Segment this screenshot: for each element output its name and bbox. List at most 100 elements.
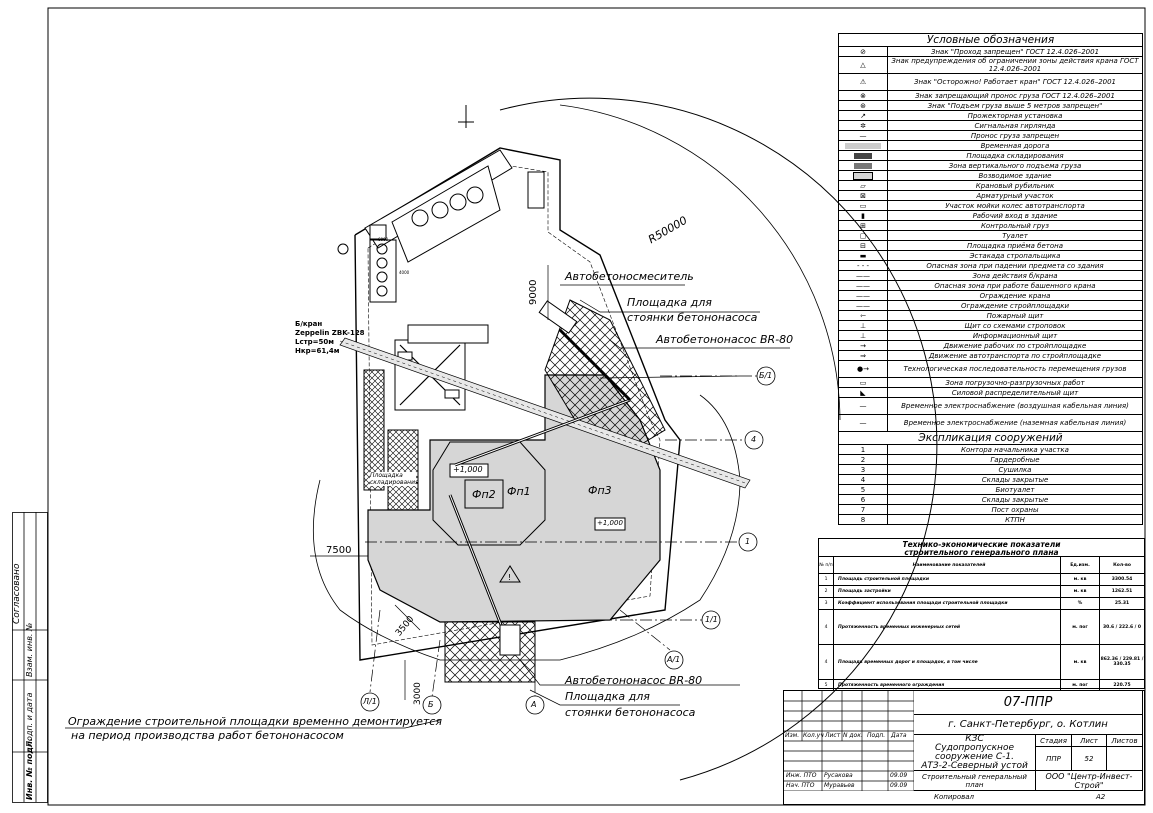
legend-row: →Движение рабочих по стройплощадке	[839, 341, 1142, 351]
inv-orig-label: Инв. № подл.	[25, 738, 34, 800]
temp-buildings	[364, 149, 545, 263]
explication-text: Пост охраны	[991, 505, 1039, 514]
legend-title: Условные обозначения	[839, 34, 1142, 47]
tep-title-line: Технико-экономические показатели	[902, 540, 1061, 549]
workers-route-icon: →	[839, 341, 888, 350]
storage-hatch-icon	[839, 151, 888, 160]
legend-text: Знак "Подъем груза выше 5 метров запреще…	[927, 101, 1103, 110]
explication-num: 4	[839, 475, 888, 484]
level-mark-1: +1,000	[453, 465, 483, 474]
tep-cell: 1	[819, 574, 834, 585]
tep-cell: %	[1061, 598, 1100, 609]
vehicle-route-icon: ⇒	[839, 351, 888, 360]
tep-cell: Коэффициент использования площади строит…	[834, 598, 1061, 609]
pump-pad-bottom	[444, 621, 536, 683]
axis-label: 1	[745, 537, 751, 546]
zone-fp1-label: Фп1	[507, 485, 531, 498]
callout-pump-top: Автобетононасос BR-80	[656, 333, 794, 346]
legend-row: ⊗Знак запрещающий пронос груза ГОСТ 12.4…	[839, 91, 1142, 101]
crane-info-line: Lстр=50м	[295, 338, 335, 346]
legend-text: Зона погрузочно-разгрузочных работ	[945, 378, 1085, 387]
legend-row: ——Ограждение крана	[839, 291, 1142, 301]
fire-board-icon: ⇽	[839, 311, 888, 320]
explication-text: Гардеробные	[990, 455, 1040, 464]
legend-row: —Временное электроснабжение (воздушная к…	[839, 398, 1142, 415]
no-lift-icon: ⊛	[839, 101, 888, 110]
legend-text: Движение автотранспорта по стройплощадке	[928, 351, 1102, 360]
tep-header-cell: Ед.изм.	[1061, 557, 1100, 573]
power-panel-icon: ◣	[839, 388, 888, 397]
legend-row: ⊠Арматурный участок	[839, 191, 1142, 201]
legend-text: Ограждение стройплощадки	[960, 301, 1070, 310]
legend-text: Знак предупреждения об ограничении зоны …	[891, 57, 1139, 73]
axis-label: 4	[751, 435, 757, 444]
callout-pad-bottom-1: Площадка для	[565, 690, 650, 703]
doc-code: 07-ППР	[914, 691, 1143, 715]
storage-area-1	[363, 369, 385, 491]
temp-road-icon	[839, 141, 888, 150]
explication-num: 8	[839, 515, 888, 524]
axis-label: Л/1	[363, 697, 377, 706]
zone-fp2-label: Фп2	[472, 488, 496, 501]
no-entry-sign-icon: ⊘	[839, 47, 888, 56]
legend-text: Рабочий вход в здание	[972, 211, 1058, 220]
solid-line-icon: ——	[839, 271, 888, 280]
col-koluch: Кол.уч	[803, 732, 824, 739]
left-approval-strip: Согласовано Взам. инв. № Подп. и дата Ин…	[12, 512, 48, 803]
crane-info: Б/кран Zeppelin ZBK-128 Lстр=50м Нкр=61,…	[295, 320, 365, 356]
legend-text: Зона вертикального подъема груза	[948, 161, 1082, 170]
loading-zone-icon: ▭	[839, 378, 888, 387]
tep-row: 2 Площадь застройки м. кв 1262.51	[819, 586, 1144, 598]
storage-label: Площадка складирования	[370, 472, 419, 486]
legend-text: Знак запрещающий пронос груза ГОСТ 12.4.…	[915, 91, 1115, 100]
callout-pump-bottom: Автобетононасос BR-80	[565, 674, 703, 687]
explication-text: Склады закрытые	[981, 495, 1049, 504]
building-icon	[839, 171, 888, 180]
explication-text: КТПН	[1005, 515, 1025, 524]
explication-num: 3	[839, 465, 888, 474]
structure-markers	[337, 239, 397, 303]
legend-row: —— Ограждение стройплощадки	[839, 301, 1142, 311]
axis-label: 1/1	[705, 615, 718, 624]
site-fence-icon: ——	[839, 301, 888, 310]
storage-area-2	[387, 429, 419, 511]
crane-jib	[339, 337, 751, 489]
zone-fp2-box	[464, 479, 504, 509]
no-carry-line-icon: —	[839, 131, 888, 140]
explication-text: Сушилка	[998, 465, 1032, 474]
col-list: Лист	[825, 732, 841, 739]
legend-text: Туалет	[1002, 231, 1028, 240]
col-izm: Изм.	[785, 732, 800, 739]
tep-cell: Протяженность временного ограждения	[834, 680, 1061, 691]
axis-bubbles	[360, 366, 776, 715]
legend-text: Опасная зона при работе башенного крана	[934, 281, 1096, 290]
explication-heading: Экспликация сооружений	[918, 432, 1063, 444]
legend-text: Зона действия б/крана	[972, 271, 1058, 280]
sheets-label: Листов	[1107, 735, 1143, 747]
legend-text: Прожекторная установка	[967, 111, 1063, 120]
explication-title: Экспликация сооружений	[839, 432, 1142, 445]
legend-text: Опасная зона при падении предмета со зда…	[926, 261, 1104, 270]
explication-num: 5	[839, 485, 888, 494]
tep-cell: 5	[819, 680, 834, 691]
dim-9000: 9000	[528, 279, 539, 305]
svg-text:!: !	[508, 573, 511, 582]
explication-row: 6 Склады закрытые	[839, 495, 1142, 505]
tep-header-cell: Наименование показателей	[834, 557, 1061, 573]
tep-title: Технико-экономические показатели строите…	[819, 539, 1144, 557]
tep-row: 5 Протяженность временного ограждения м.…	[819, 680, 1144, 691]
legend-row: ⊥Щит со схемами строповок	[839, 321, 1142, 331]
tep-cell: м. кв	[1061, 586, 1100, 597]
callout-pad-top-1: Площадка для	[627, 296, 712, 309]
tep-row: 4 Протяженность временных инженерных сет…	[819, 610, 1144, 645]
dashed-line-icon: - - -	[839, 261, 888, 270]
legend-text: Арматурный участок	[976, 191, 1054, 200]
crane-warning-icon: ⚠	[839, 74, 888, 90]
explication-num: 6	[839, 495, 888, 504]
tep-table: Технико-экономические показатели строите…	[818, 538, 1145, 691]
crane-fence-icon: ——	[839, 291, 888, 300]
row2-role: Нач. ПТО	[786, 782, 815, 789]
